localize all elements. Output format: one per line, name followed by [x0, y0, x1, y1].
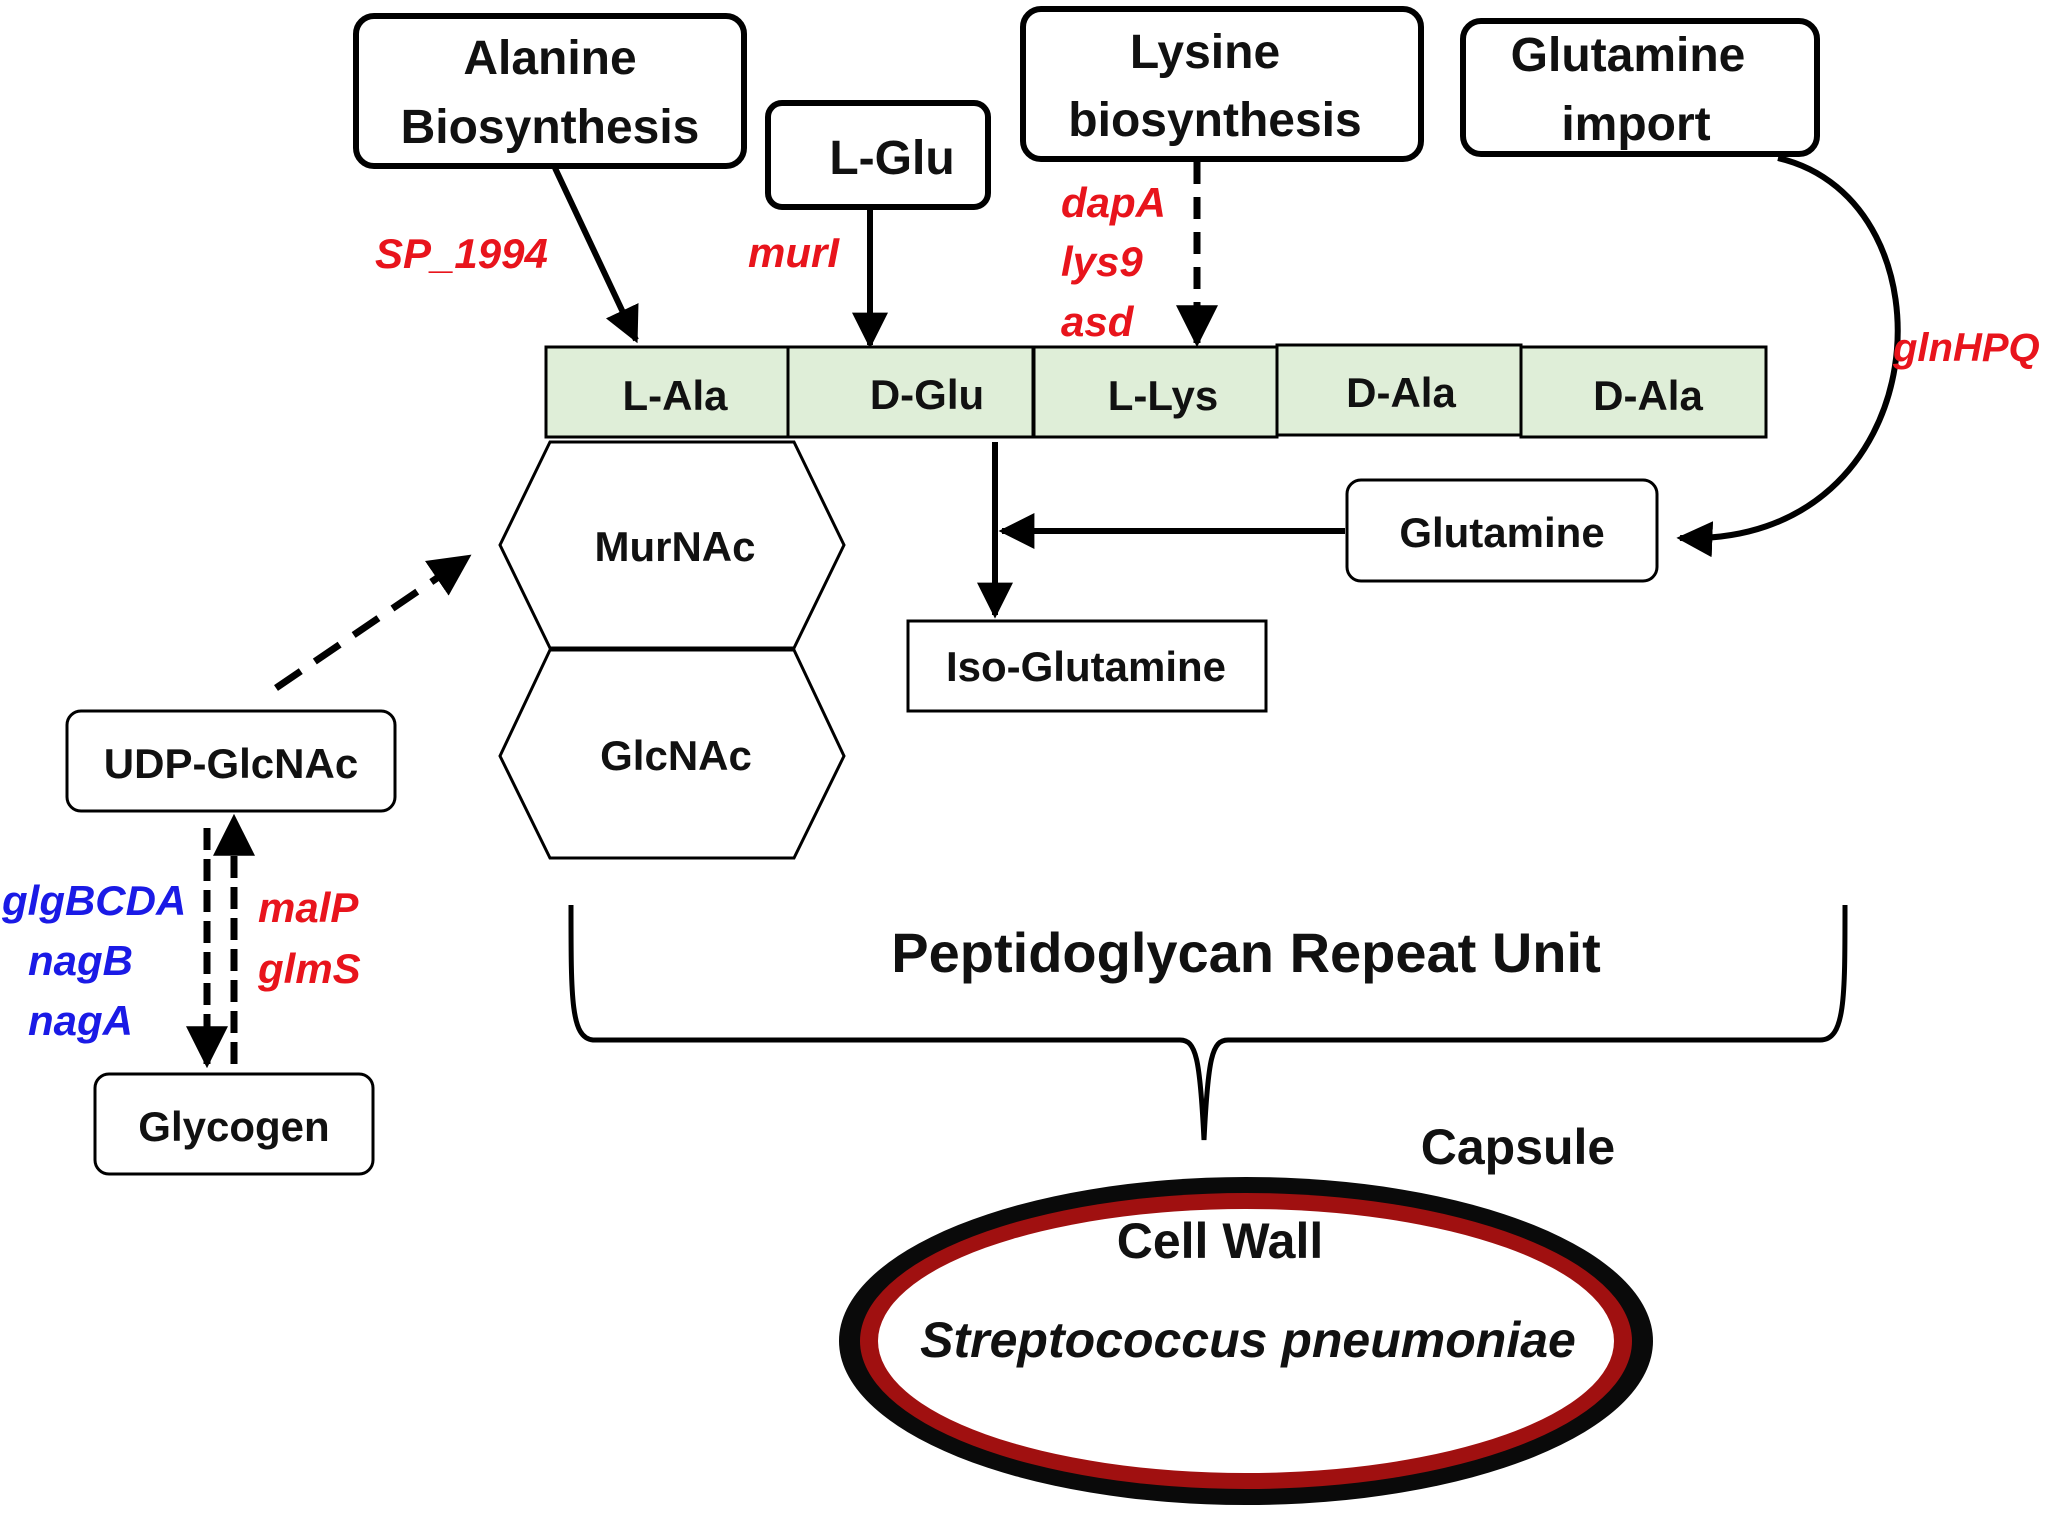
alanine-biosynthesis-box: Alanine Biosynthesis [353, 13, 747, 169]
alanine-arrow [552, 166, 639, 344]
glutamine-import-box: Glutamine import [1460, 18, 1820, 157]
gene-lys9: lys9 [1061, 238, 1143, 285]
glcnac-hexagon: GlcNAc [498, 648, 846, 860]
cell-interior [878, 1209, 1614, 1473]
murnac-label: MurNAc [594, 523, 755, 570]
glutamine-box: Glutamine [1345, 478, 1659, 583]
glycogen-label: Glycogen [138, 1103, 329, 1150]
gene-malp: malP [258, 884, 359, 931]
lysine-label-line2: biosynthesis [1068, 94, 1361, 147]
capsule-label: Capsule [1421, 1119, 1616, 1175]
glcnac-label: GlcNAc [600, 732, 752, 779]
peptide-cell-l-lys [1032, 345, 1279, 439]
l-glu-label: L-Glu [829, 132, 954, 185]
peptide-label-l-ala: L-Ala [623, 372, 729, 419]
glutamine-import-line2: import [1561, 98, 1710, 151]
gene-muri: murI [748, 229, 840, 276]
glutamine-import-line1: Glutamine [1511, 29, 1746, 82]
l-glu-box: L-Glu [765, 100, 991, 210]
peptide-label-d-glu: D-Glu [870, 371, 984, 418]
repeat-unit-label: Peptidoglycan Repeat Unit [891, 921, 1600, 984]
gene-naga: nagA [28, 997, 133, 1044]
murnac-hexagon: MurNAc [498, 440, 846, 650]
peptide-label-d-ala-2: D-Ala [1593, 372, 1703, 419]
peptide-label-d-ala-1: D-Ala [1346, 369, 1456, 416]
gene-glnhpq: glnHPQ [1892, 326, 2040, 370]
udp-glcnac-label: UDP-GlcNAc [104, 740, 358, 787]
glutamine-import-arrow [1676, 155, 1901, 558]
gene-sp1994: SP_1994 [375, 230, 548, 277]
alanine-label-line2: Biosynthesis [401, 101, 700, 154]
lysine-label-line1: Lysine [1130, 26, 1280, 79]
udp-to-murnac-arrow [274, 554, 472, 691]
gene-nagb: nagB [28, 937, 133, 984]
peptide-cell-d-glu [786, 345, 1035, 439]
udp-glcnac-box: UDP-GlcNAc [65, 709, 397, 813]
alanine-label-line1: Alanine [463, 32, 636, 85]
gene-glms: glmS [257, 945, 361, 992]
peptide-label-l-lys: L-Lys [1108, 372, 1218, 419]
organism-label: Streptococcus pneumoniae [920, 1312, 1576, 1368]
gene-dapa: dapA [1061, 179, 1166, 226]
isoglutamine-box: Iso-Glutamine [906, 619, 1268, 713]
gene-glgbcda: glgBCDA [1, 877, 186, 924]
repeat-unit-brace [568, 904, 1848, 1141]
cell-wall-label: Cell Wall [1117, 1213, 1324, 1269]
isoglutamine-label: Iso-Glutamine [946, 643, 1226, 690]
peptide-cell-d-ala-2 [1519, 345, 1768, 439]
peptide-cell-d-ala-1 [1275, 343, 1523, 437]
glycogen-box: Glycogen [93, 1072, 375, 1176]
peptide-stem: L-Ala D-Glu L-Lys D-Ala D-Ala [544, 343, 1768, 439]
lysine-biosynthesis-box: Lysine biosynthesis [1020, 6, 1424, 162]
gene-asd: asd [1061, 298, 1135, 345]
glutamine-label: Glutamine [1399, 509, 1604, 556]
